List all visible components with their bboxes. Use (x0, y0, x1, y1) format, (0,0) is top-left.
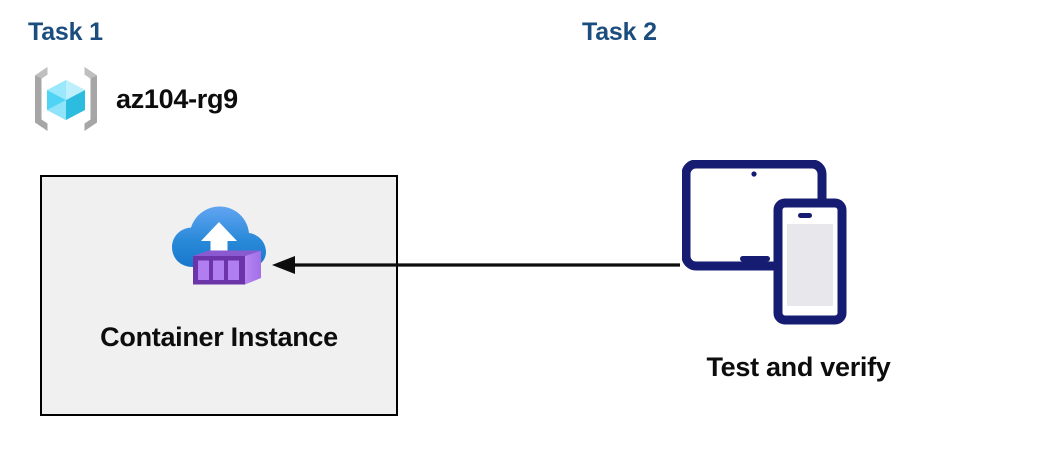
task-1-title: Task 1 (28, 18, 103, 46)
task-2-title: Task 2 (582, 18, 657, 46)
devices-tablet-phone-icon (682, 160, 847, 325)
test-and-verify-label: Test and verify (706, 352, 891, 382)
azure-resource-group-icon (35, 67, 97, 131)
task2-to-container-instance-arrow (272, 256, 680, 274)
container-instance-label: Container Instance (100, 322, 338, 352)
resource-group-name-label: az104-rg9 (116, 83, 238, 114)
task-2-panel (0, 454, 485, 465)
container-instance-card: Container Instance (40, 175, 398, 416)
azure-container-instance-icon (172, 206, 266, 285)
resource-group-row: az104-rg9 (30, 63, 238, 135)
